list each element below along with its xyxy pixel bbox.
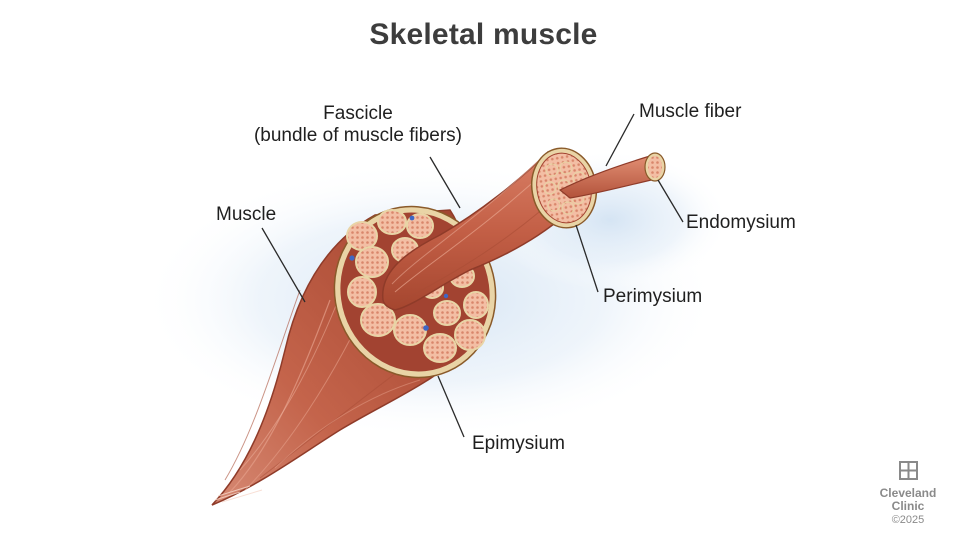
label-fascicle: Fascicle (bundle of muscle fibers) [246, 103, 470, 147]
label-epimysium: Epimysium [472, 433, 565, 454]
label-endomysium: Endomysium [686, 212, 796, 233]
leader-lines [261, 113, 684, 438]
label-fascicle-line1: Fascicle [323, 103, 393, 124]
cleveland-clinic-cross-icon [898, 461, 918, 480]
logo-name-line2: Clinic [891, 499, 925, 513]
label-perimysium: Perimysium [603, 286, 703, 307]
label-muscle: Muscle [216, 204, 277, 225]
single-muscle-fiber [558, 152, 666, 199]
diagram-title: Skeletal muscle [369, 18, 598, 51]
label-fascicle-line2: (bundle of muscle fibers) [253, 125, 463, 146]
leader-muscle-fiber [605, 113, 635, 167]
cleveland-clinic-logo: Cleveland Clinic ©2025 [874, 461, 942, 528]
logo-name-line1: Cleveland [879, 486, 937, 500]
leader-epimysium [437, 375, 465, 438]
label-muscle-fiber: Muscle fiber [639, 101, 742, 122]
leader-endomysium [657, 179, 684, 223]
logo-copyright: ©2025 [891, 514, 925, 526]
leader-fascicle [429, 156, 461, 209]
leader-perimysium [575, 224, 599, 293]
leader-muscle [261, 227, 306, 303]
fascicle-bundle [382, 147, 598, 311]
